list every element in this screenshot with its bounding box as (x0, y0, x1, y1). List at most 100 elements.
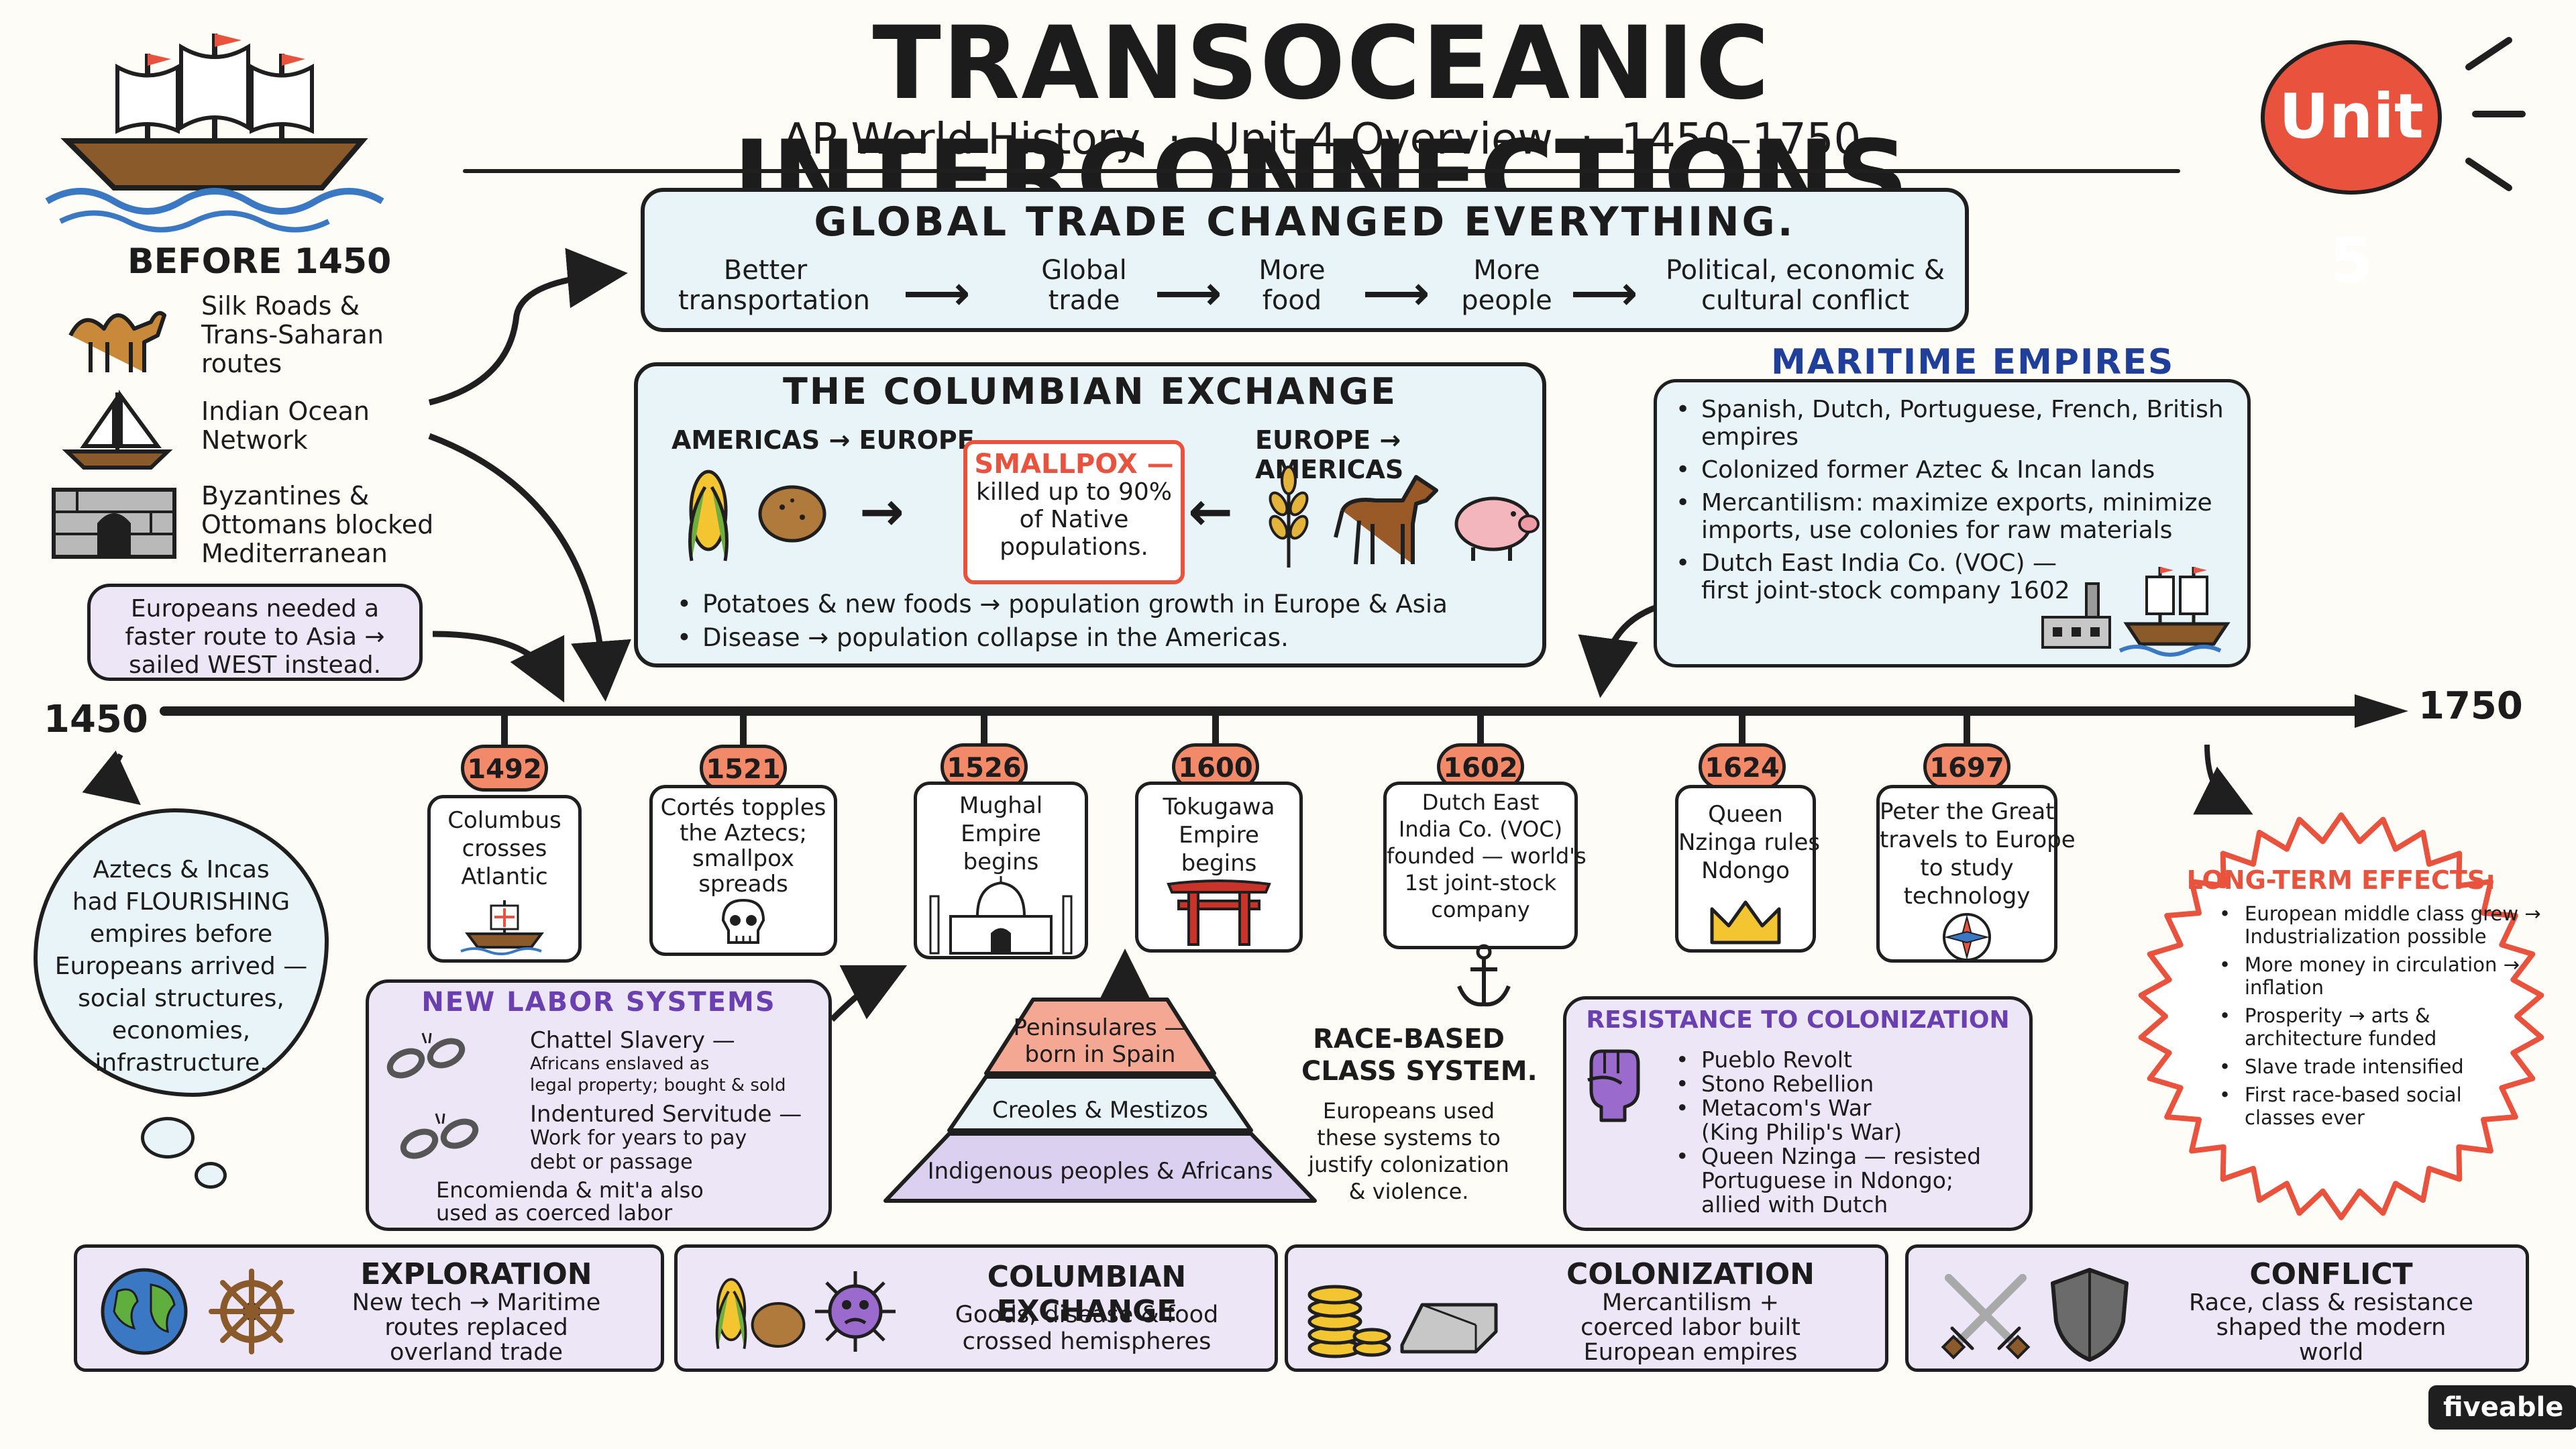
timeline-tick (501, 711, 508, 746)
trade-step-line: More (1473, 255, 1540, 286)
labor-item-title: Indentured Servitude — (530, 1101, 802, 1128)
thought-line: social structures, (78, 985, 284, 1012)
event-line: Peter the Great (1880, 798, 2055, 825)
event-line: Cortés topples (660, 794, 826, 821)
effects-bullet: First race-based social classes ever (2219, 1083, 2541, 1129)
anchor-icon (1457, 944, 1511, 1007)
before-item-line: Trans-Saharan (201, 320, 384, 350)
columbian-heading: THE COLUMBIAN EXCHANGE (783, 370, 1397, 413)
before-item-line: Ottomans blocked (201, 510, 434, 539)
badge-burst-icon (2465, 37, 2526, 191)
event-line: begins (1181, 850, 1257, 877)
timeline-tick (740, 711, 747, 746)
maritime-line: Dutch East India Co. (VOC) — (1701, 549, 2057, 577)
timeline-tick (1477, 711, 1484, 746)
theme-card-colonization: COLONIZATION Mercantilism + coerced labo… (1285, 1244, 1888, 1372)
event-card-1521: Cortés topples the Aztecs; smallpox spre… (649, 785, 837, 956)
effects-line: Prosperity → arts & (2245, 1004, 2430, 1027)
theme-title-exploration: EXPLORATION (360, 1257, 592, 1291)
labor-item-title: Chattel Slavery — (530, 1027, 735, 1054)
trade-step-more-food: More food (1235, 256, 1349, 316)
potato-icon (751, 1302, 806, 1348)
shield-icon (2051, 1268, 2129, 1362)
theme-line: New tech → Maritime (352, 1289, 601, 1316)
europe-to-americas-label: EUROPE → AMERICAS (1255, 425, 1404, 484)
event-card-1526: Mughal Empire begins (914, 782, 1088, 959)
maritime-bullet: Dutch East India Co. (VOC) — first joint… (1676, 549, 2224, 604)
maritime-line: empires (1701, 423, 1799, 451)
note-line: faster route to Asia → (125, 623, 385, 651)
labor-item-line: debt or passage (530, 1150, 693, 1174)
trade-step-line: people (1461, 285, 1552, 316)
timeline-end-label: 1750 (2418, 684, 2523, 728)
page-subtitle: AP World History · Unit 4 Overview · 145… (782, 115, 1862, 164)
before-1450-heading: BEFORE 1450 (127, 241, 392, 282)
event-line: technology (1903, 883, 2031, 910)
trade-step-line: Better (723, 255, 808, 286)
race-class-body: Europeans used these systems to justify … (1301, 1097, 1516, 1205)
race-heading-line: RACE-BASED (1313, 1024, 1505, 1055)
event-line: India Co. (VOC) (1398, 816, 1563, 842)
trade-arrow-icon: ⟶ (1155, 266, 1222, 321)
resistance-bullet: Metacom's War (King Philip's War) (1676, 1095, 1981, 1144)
before-item-line: Network (201, 425, 308, 455)
event-line: Queen (1708, 801, 1783, 828)
before-item-line: Silk Roads & (201, 291, 360, 321)
theme-line: crossed hemispheres (962, 1328, 1212, 1355)
pyramid-line: born in Spain (1024, 1041, 1176, 1068)
event-line: Mughal (959, 792, 1043, 819)
event-line: crosses (462, 835, 547, 862)
event-line: Empire (961, 820, 1041, 847)
columbian-bullet: Disease → population collapse in the Ame… (677, 621, 1448, 655)
global-trade-heading: GLOBAL TRADE CHANGED EVERYTHING. (814, 199, 1796, 246)
theme-line: world (2298, 1339, 2364, 1366)
labor-systems-panel: NEW LABOR SYSTEMS Chattel Slavery — Afri… (366, 979, 832, 1231)
pyramid-line: Peninsulares — (1013, 1014, 1187, 1041)
event-card-1602: Dutch East India Co. (VOC) founded — wor… (1383, 782, 1587, 949)
effects-line: Industrialization possible (2245, 925, 2487, 948)
resistance-line: allied with Dutch (1701, 1191, 1888, 1218)
resistance-line: Portuguese in Ndongo; (1701, 1167, 1954, 1193)
effects-line: European middle class grew → (2245, 902, 2541, 925)
wall-gate-icon (52, 488, 176, 559)
theme-body-conflict: Race, class & resistance shaped the mode… (2143, 1291, 2519, 1365)
theme-line: Race, class & resistance (2189, 1289, 2473, 1316)
race-body-line: justify colonization (1308, 1152, 1509, 1177)
event-line: Dutch East (1421, 790, 1540, 815)
timeline-tick (1739, 711, 1746, 746)
effects-line: Slave trade intensified (2245, 1055, 2464, 1078)
event-line: travels to Europe (1880, 826, 2076, 853)
resistance-line: Metacom's War (1701, 1095, 1872, 1121)
thought-line: empires before (89, 920, 273, 948)
event-card-1624: Queen Nzinga rules Ndongo (1675, 785, 1820, 953)
year-chip-1492: 1492 (461, 745, 548, 792)
note-line: sailed WEST instead. (128, 651, 382, 679)
trade-arrow-icon: ⟶ (1570, 266, 1638, 321)
labor-item-line: Work for years to pay (530, 1126, 747, 1150)
theme-line: European empires (1583, 1339, 1798, 1366)
event-line: Empire (1179, 822, 1259, 849)
before-item-silk-roads: Silk Roads & Trans-Saharan routes (201, 292, 384, 378)
globe-icon (101, 1268, 188, 1355)
before-item-line: Mediterranean (201, 539, 388, 568)
horse-icon (1334, 475, 1438, 565)
effects-heading: LONG-TERM EFFECTS: (2186, 865, 2496, 895)
event-card-1492: Columbus crosses Atlantic (427, 795, 582, 963)
resistance-line: Stono Rebellion (1701, 1071, 1874, 1097)
thought-line: Aztecs & Incas (93, 856, 270, 883)
trade-step-transportation: Better transportation (678, 255, 870, 316)
effects-line: inflation (2245, 976, 2324, 999)
smallpox-line: populations. (1000, 533, 1148, 561)
maritime-bullet: Spanish, Dutch, Portuguese, French, Brit… (1676, 396, 2224, 451)
global-trade-panel: GLOBAL TRADE CHANGED EVERYTHING. Better … (641, 188, 1969, 332)
event-line: smallpox (692, 845, 795, 872)
exchange-arrow-left-icon: ← (1188, 480, 1234, 543)
event-line: Ndongo (1701, 857, 1790, 884)
trade-ship-icon (2118, 567, 2231, 657)
before-item-indian-ocean: Indian Ocean Network (201, 397, 370, 455)
effects-bullet: Prosperity → arts & architecture funded (2219, 1004, 2541, 1050)
effects-bullets: European middle class grew → Industriali… (2214, 902, 2541, 1129)
raised-fist-icon (1587, 1049, 1640, 1122)
timeline-tick (1964, 711, 1970, 746)
west-route-note: Europeans needed a faster route to Asia … (87, 584, 423, 681)
